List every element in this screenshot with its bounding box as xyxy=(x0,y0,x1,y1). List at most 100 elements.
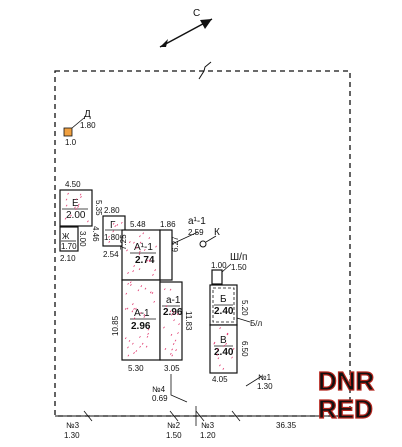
dim-a1-h: 7.25 xyxy=(119,234,128,250)
dim-g-w: 2.80 xyxy=(104,206,120,215)
hatch-dot xyxy=(148,259,151,262)
hatch-dot xyxy=(226,333,229,336)
hatch-dot xyxy=(171,354,174,357)
hatch-dot xyxy=(138,253,141,256)
hatch-dot xyxy=(139,311,142,314)
hatch-dot xyxy=(173,319,175,322)
hatch-dot xyxy=(132,342,134,345)
marker-n3-name: №3 xyxy=(66,421,80,430)
dim-zh-w: 2.10 xyxy=(60,254,76,263)
hatch-dot xyxy=(139,250,141,253)
dim-g-h: 4.46 xyxy=(91,226,100,242)
hatch-dot xyxy=(64,217,67,220)
hatch-dot xyxy=(170,352,172,355)
marker-n2-val: 1.50 xyxy=(166,431,182,440)
label-a1annex-area: 2.96 xyxy=(163,307,183,318)
label-g-name: Г xyxy=(110,220,116,231)
hatch-dot xyxy=(152,273,154,276)
hatch-dot xyxy=(231,356,233,359)
hatch-dot xyxy=(87,220,89,223)
hatch-dot xyxy=(148,237,151,240)
hatch-dot xyxy=(133,241,135,244)
hatch-dot xyxy=(163,326,165,329)
label-d-name: Д xyxy=(84,109,91,120)
building-v xyxy=(209,324,238,374)
label-a1-1-area: 2.74 xyxy=(135,255,155,266)
label-zh-name: Ж xyxy=(62,232,70,241)
hatch-dot xyxy=(112,230,115,233)
break-mark xyxy=(198,61,212,80)
hatch-dot xyxy=(216,348,219,351)
hatch-dot xyxy=(148,260,151,262)
bottom-length: 36.35 xyxy=(276,421,297,430)
dim-e-w: 4.50 xyxy=(65,180,81,189)
marker-n4-val: 0.69 xyxy=(152,394,168,403)
hatch-dot xyxy=(138,268,141,271)
hatch-dot xyxy=(155,245,157,248)
hatch-dot xyxy=(127,282,129,285)
hatch-dot xyxy=(74,206,76,209)
north-arrow-icon xyxy=(159,18,213,48)
hatch-dot xyxy=(139,241,142,244)
building-shp xyxy=(211,269,223,285)
dim-e-h: 5.35 xyxy=(94,200,103,216)
hatch-dot xyxy=(135,246,138,249)
hatch-dot xyxy=(124,337,127,340)
hatch-dot xyxy=(172,343,175,345)
dim-v-h: 6.50 xyxy=(240,341,249,357)
hatch-dot xyxy=(174,339,177,342)
hatch-dot xyxy=(173,311,175,314)
watermark-line2: RED xyxy=(318,394,373,424)
hatch-dot xyxy=(130,284,132,286)
hatch-dot xyxy=(232,347,235,350)
hatch-dot xyxy=(217,357,220,360)
hatch-dot xyxy=(65,204,68,207)
label-a1small-area: 2.59 xyxy=(188,228,204,237)
label-shp-name: Ш/п xyxy=(230,252,247,263)
hatch-dot xyxy=(131,310,134,313)
label-a1annex-name: а-1 xyxy=(166,295,181,306)
hatch-dot xyxy=(223,344,225,347)
label-a-1-name: А-1 xyxy=(134,308,150,319)
label-shp-area: 1.50 xyxy=(231,263,247,272)
label-zh-area: 1.70 xyxy=(61,242,77,251)
label-b-name: Б xyxy=(220,294,227,305)
hatch-dot xyxy=(140,285,143,288)
hatch-dot xyxy=(124,307,127,310)
label-a1-1-name: А¹-1 xyxy=(134,242,153,253)
hatch-dot xyxy=(169,310,172,313)
hatch-dot xyxy=(133,352,135,354)
hatch-dot xyxy=(149,291,152,294)
hatch-dot xyxy=(213,342,216,345)
hatch-dot xyxy=(133,265,135,267)
hatch-dot xyxy=(143,315,146,318)
hatch-dot xyxy=(177,332,179,335)
hatch-dot xyxy=(108,235,110,238)
dim-g-w2: 2.54 xyxy=(103,250,119,259)
hatch-dot xyxy=(127,272,129,274)
marker-n2-name: №2 xyxy=(167,421,181,430)
hatch-dot xyxy=(171,348,173,351)
label-b-area: 2.40 xyxy=(214,306,234,317)
hatch-dot xyxy=(225,342,227,345)
marker-n4-name: №4 xyxy=(152,385,166,394)
label-v-name: В xyxy=(220,335,227,346)
dim-a1small-w: 1.86 xyxy=(160,220,176,229)
hatch-dot xyxy=(146,335,149,338)
hatch-dot xyxy=(116,224,119,226)
hatch-dot xyxy=(222,367,225,370)
dim-a1small-h: 6.27 xyxy=(171,236,180,252)
hatch-dot xyxy=(125,292,128,295)
building-a-1-annex xyxy=(159,281,183,361)
label-a-1-area: 2.96 xyxy=(131,321,151,332)
hatch-dot xyxy=(127,346,129,349)
hatch-dot xyxy=(171,313,173,316)
dim-a-w: 5.30 xyxy=(128,364,144,373)
label-k-name: К xyxy=(214,227,220,238)
building-b-inner xyxy=(212,287,235,323)
hatch-dot xyxy=(67,192,69,195)
label-e-area: 2.00 xyxy=(66,210,86,221)
dim-b-top: 1.00 xyxy=(211,261,227,270)
hatch-dot xyxy=(147,332,149,335)
